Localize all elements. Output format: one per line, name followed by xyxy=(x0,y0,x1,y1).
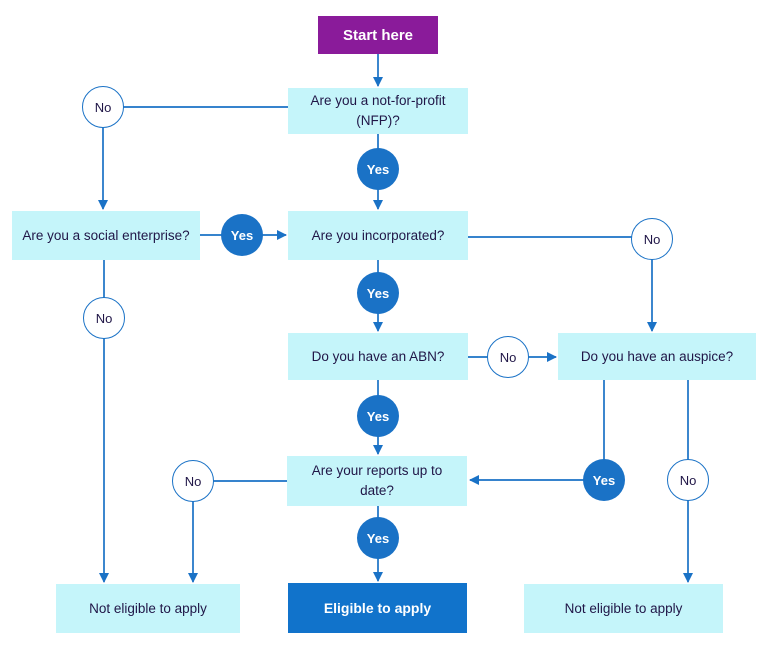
node-result-eligible: Eligible to apply xyxy=(288,583,467,633)
node-question-reports: Are your reports up to date? xyxy=(287,456,467,506)
connector-yes-nfp: Yes xyxy=(357,148,399,190)
node-question-social-enterprise: Are you a social enterprise? xyxy=(12,211,200,260)
connector-no-abn: No xyxy=(487,336,529,378)
connector-yes-reports: Yes xyxy=(357,517,399,559)
edge-nfp-no-to-social xyxy=(98,106,288,210)
connector-no-reports: No xyxy=(172,460,214,502)
connector-no-auspice: No xyxy=(667,459,709,501)
edge-auspice-yes-to-reports xyxy=(469,380,605,485)
connector-yes-incorporated: Yes xyxy=(357,272,399,314)
edge-incorporated-no-to-auspice xyxy=(468,236,657,332)
node-result-not-eligible-left: Not eligible to apply xyxy=(56,584,240,633)
node-question-auspice: Do you have an auspice? xyxy=(558,333,756,380)
node-result-not-eligible-right: Not eligible to apply xyxy=(524,584,723,633)
node-start: Start here xyxy=(318,16,438,54)
node-question-abn: Do you have an ABN? xyxy=(288,333,468,380)
connector-yes-abn: Yes xyxy=(357,395,399,437)
node-question-nfp: Are you a not-for-profit (NFP)? xyxy=(288,88,468,134)
connector-yes-social: Yes xyxy=(221,214,263,256)
connector-no-incorporated: No xyxy=(631,218,673,260)
node-question-incorporated: Are you incorporated? xyxy=(288,211,468,260)
connector-yes-auspice: Yes xyxy=(583,459,625,501)
connector-no-nfp: No xyxy=(82,86,124,128)
connector-no-social: No xyxy=(83,297,125,339)
